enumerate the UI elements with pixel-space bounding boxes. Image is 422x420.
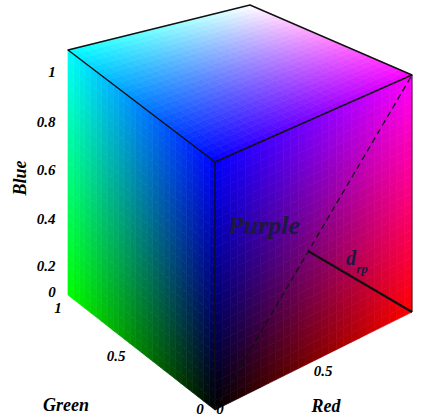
face-green-zero [215, 75, 412, 410]
face-red-zero [68, 50, 215, 410]
cube-faces [68, 5, 412, 410]
face-blue-one [68, 5, 412, 162]
